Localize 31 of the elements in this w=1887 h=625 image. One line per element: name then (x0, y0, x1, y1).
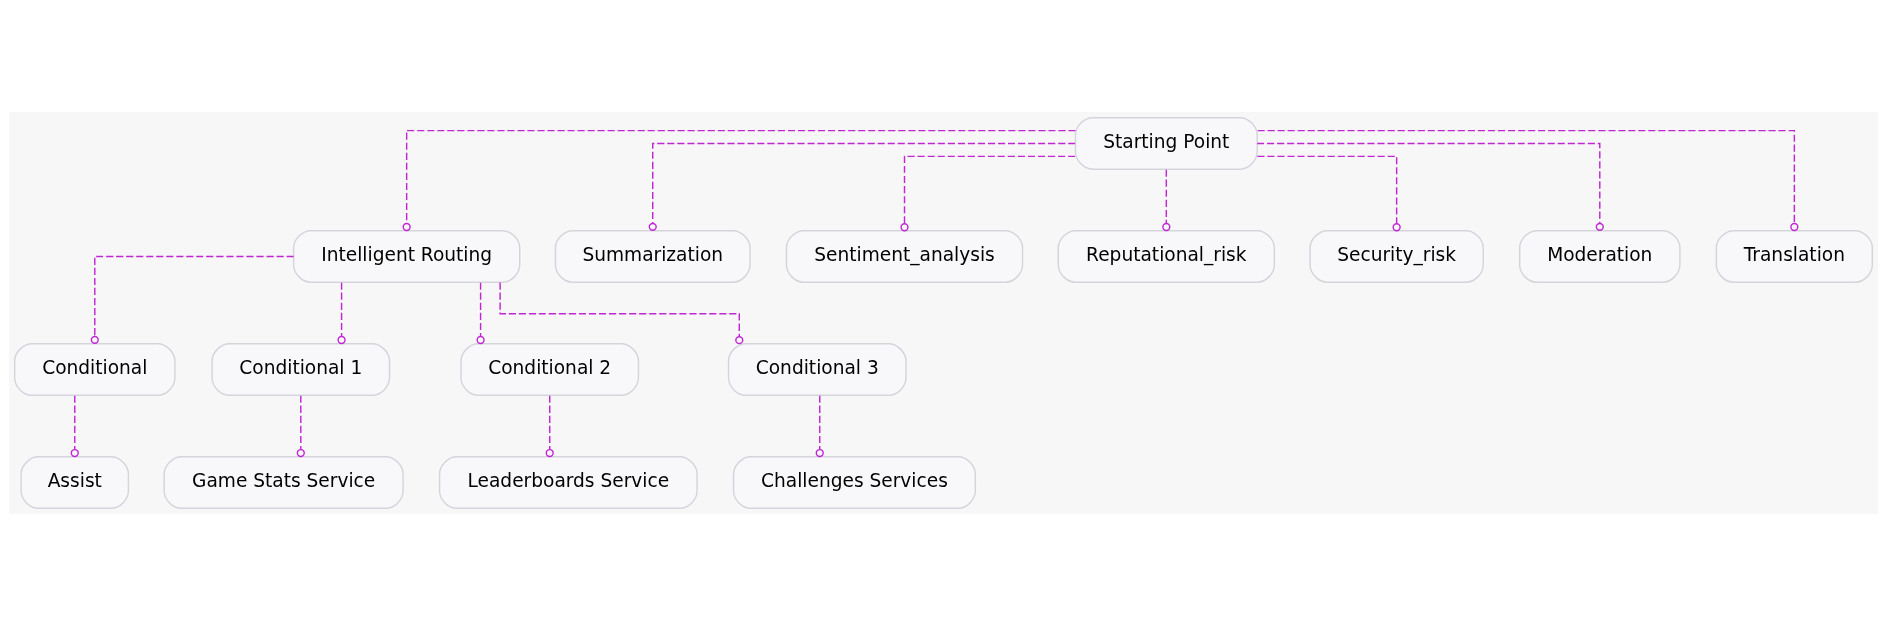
node-box: Conditional 2 (460, 342, 640, 396)
connector (1256, 129, 1799, 231)
connector (296, 394, 305, 457)
connector (90, 255, 295, 344)
connector (70, 394, 79, 457)
node-box: Translation (1715, 229, 1874, 283)
node-box: Challenges Services (732, 455, 977, 509)
connector (1162, 168, 1171, 231)
connector (545, 394, 554, 457)
connector (900, 155, 1076, 231)
connector (815, 394, 824, 457)
node-box: Assist (20, 455, 130, 509)
connector (1256, 142, 1604, 231)
node-box: Conditional (13, 342, 176, 396)
node-box: Starting Point (1074, 116, 1258, 170)
node-box: Leaderboards Service (438, 455, 698, 509)
connector (499, 281, 744, 344)
node-box: Moderation (1518, 229, 1681, 283)
node-box: Conditional 1 (211, 342, 391, 396)
connector (402, 129, 1077, 231)
node-box: Intelligent Routing (292, 229, 521, 283)
node-box: Sentiment_analysis (785, 229, 1024, 283)
connector (476, 281, 485, 344)
node-box: Summarization (554, 229, 751, 283)
node-box: Security_risk (1309, 229, 1484, 283)
connector (1256, 155, 1401, 231)
connector (337, 281, 346, 344)
node-box: Conditional 3 (727, 342, 907, 396)
node-box: Game Stats Service (163, 455, 404, 509)
connector (648, 142, 1076, 231)
node-box: Reputational_risk (1057, 229, 1276, 283)
